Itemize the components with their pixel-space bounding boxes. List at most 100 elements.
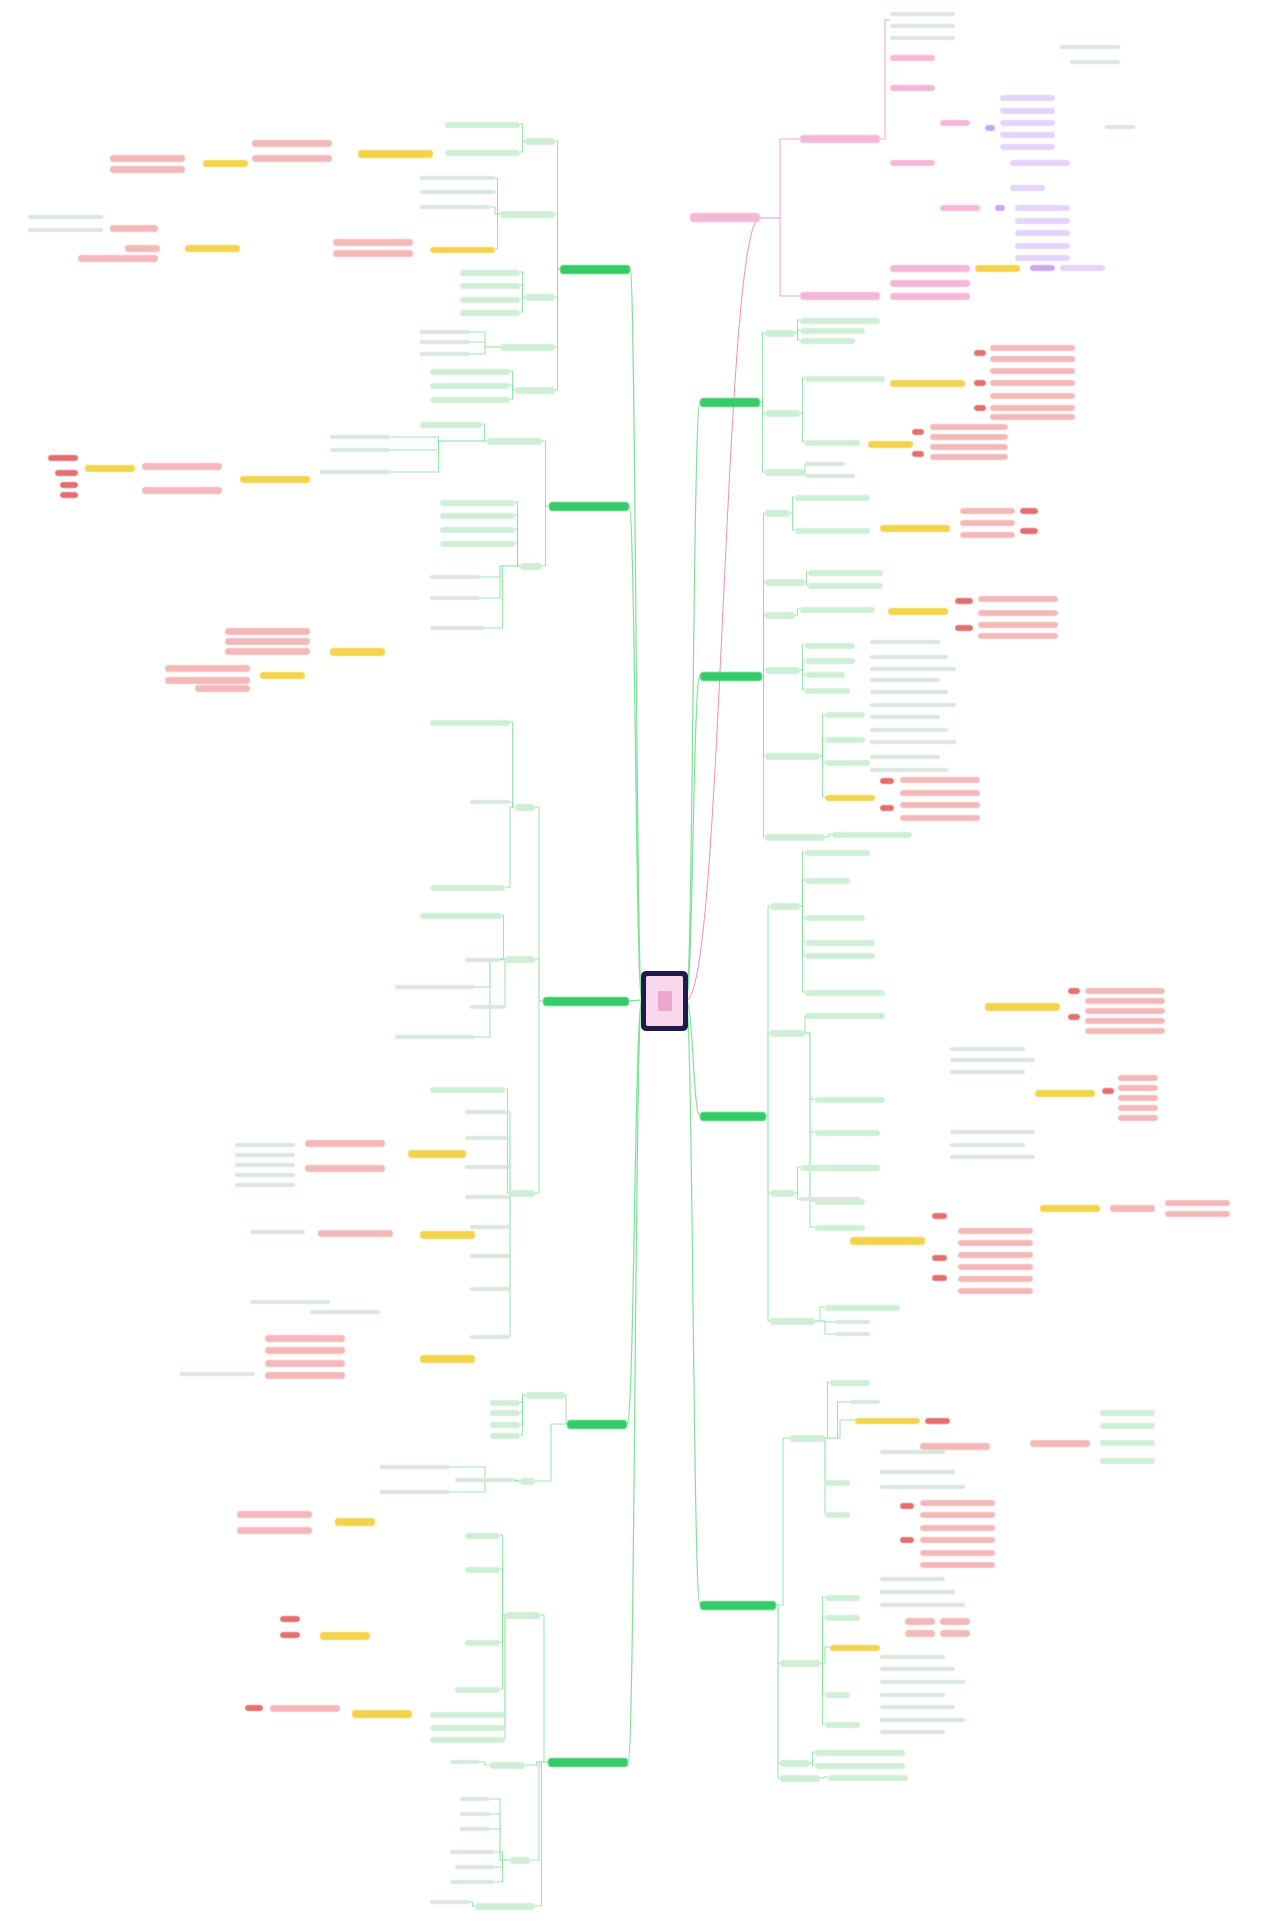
leaf-node[interactable] — [430, 369, 510, 375]
note-node[interactable] — [237, 1527, 312, 1534]
purple-leaf[interactable] — [1015, 205, 1070, 211]
leaf-node[interactable] — [815, 1199, 865, 1205]
purple-leaf[interactable] — [1015, 218, 1070, 224]
note-node[interactable] — [978, 596, 1058, 602]
subtopic-node[interactable] — [500, 211, 555, 218]
leaf-node[interactable] — [430, 247, 495, 253]
note-node[interactable] — [900, 777, 980, 783]
highlight-node[interactable] — [203, 160, 248, 167]
main-branch-node-6[interactable] — [700, 398, 760, 407]
subtopic-node[interactable] — [780, 1775, 820, 1782]
tag-node[interactable] — [974, 350, 986, 356]
subtopic-node[interactable] — [525, 1392, 565, 1399]
note-node[interactable] — [195, 685, 250, 692]
leaf-node[interactable] — [805, 658, 855, 664]
note-node[interactable] — [905, 1630, 935, 1637]
leaf-node[interactable] — [430, 383, 510, 389]
note-node[interactable] — [930, 424, 1008, 430]
leaf-node[interactable] — [430, 885, 505, 891]
note-node[interactable] — [305, 1165, 385, 1172]
highlight-node[interactable] — [330, 648, 385, 656]
note-node[interactable] — [165, 677, 250, 684]
note-node[interactable] — [920, 1562, 995, 1568]
note-node[interactable] — [1085, 988, 1165, 994]
tag-node[interactable] — [974, 380, 986, 386]
leaf-node[interactable] — [440, 527, 515, 533]
highlight-node[interactable] — [888, 608, 948, 615]
pink-leaf[interactable] — [940, 120, 970, 126]
highlight-node[interactable] — [1040, 1205, 1100, 1212]
subtopic-node[interactable] — [515, 804, 535, 811]
note-node[interactable] — [920, 1537, 995, 1543]
leaf-node[interactable] — [805, 440, 860, 446]
note-node[interactable] — [920, 1443, 990, 1450]
subtopic-node[interactable] — [765, 469, 805, 476]
note-node[interactable] — [265, 1372, 345, 1379]
leaf-node[interactable] — [800, 338, 855, 344]
pink-branch-node[interactable] — [690, 213, 760, 222]
note-node[interactable] — [990, 345, 1075, 351]
subtopic-node[interactable] — [505, 956, 535, 963]
leaf-node[interactable] — [800, 607, 875, 613]
leaf-node[interactable] — [420, 913, 502, 919]
leaf-node[interactable] — [805, 672, 845, 678]
leaf-node[interactable] — [805, 376, 885, 382]
leaf-node[interactable] — [490, 1422, 520, 1428]
tag-node[interactable] — [280, 1632, 300, 1638]
leaf-node[interactable] — [808, 583, 883, 589]
note-node[interactable] — [78, 255, 158, 262]
note-node[interactable] — [920, 1512, 995, 1518]
pink-leaf[interactable] — [890, 265, 970, 272]
leaf-node[interactable] — [440, 500, 515, 506]
leaf-node[interactable] — [800, 318, 880, 324]
subtopic-node[interactable] — [780, 1660, 820, 1667]
highlight-node[interactable] — [260, 672, 305, 679]
highlight-node[interactable] — [85, 465, 135, 472]
leaf-node[interactable] — [830, 1380, 870, 1386]
note-node[interactable] — [940, 1630, 970, 1637]
purple-leaf[interactable] — [1000, 120, 1055, 126]
leaf-node[interactable] — [805, 1013, 885, 1019]
note-node[interactable] — [958, 1276, 1033, 1282]
note-node[interactable] — [265, 1347, 345, 1354]
subtopic-node[interactable] — [765, 612, 795, 619]
note-node[interactable] — [265, 1335, 345, 1342]
tag-node[interactable] — [932, 1255, 947, 1261]
note-node[interactable] — [305, 1140, 385, 1147]
note-node[interactable] — [900, 815, 980, 821]
purple-leaf[interactable] — [1010, 185, 1045, 191]
leaf-node[interactable] — [455, 1687, 500, 1693]
tag-node[interactable] — [925, 1418, 950, 1424]
main-branch-node-7[interactable] — [700, 672, 762, 681]
leaf-node[interactable] — [465, 1640, 500, 1646]
purple-tag[interactable] — [1030, 265, 1055, 271]
tag-node[interactable] — [1020, 528, 1038, 534]
highlight-node[interactable] — [880, 525, 950, 532]
subtopic-node[interactable] — [510, 1857, 530, 1864]
leaf-node[interactable] — [828, 1775, 908, 1781]
main-branch-node-3[interactable] — [543, 997, 629, 1006]
note-node[interactable] — [1110, 1205, 1155, 1212]
note-node[interactable] — [960, 508, 1015, 514]
tag-node[interactable] — [900, 1537, 914, 1543]
leaf-node[interactable] — [825, 760, 870, 766]
note-node[interactable] — [920, 1550, 995, 1556]
main-branch-node-5[interactable] — [548, 1758, 628, 1767]
purple-tag[interactable] — [985, 125, 995, 131]
leaf-node[interactable] — [445, 150, 520, 156]
highlight-node[interactable] — [985, 1003, 1060, 1011]
note-node[interactable] — [978, 610, 1058, 616]
subtopic-node[interactable] — [525, 294, 555, 301]
note-node[interactable] — [920, 1500, 995, 1506]
note-node[interactable] — [142, 487, 222, 494]
note-node[interactable] — [978, 633, 1058, 639]
subtopic-node[interactable] — [770, 1190, 795, 1197]
subtopic-node[interactable] — [765, 667, 800, 674]
note-node[interactable] — [1118, 1075, 1158, 1081]
leaf-node[interactable] — [805, 953, 875, 959]
leaf-node[interactable] — [795, 528, 870, 534]
leaf-node[interactable] — [795, 495, 870, 501]
highlight-node[interactable] — [420, 1355, 475, 1363]
pink-leaf[interactable] — [890, 85, 935, 91]
note-node[interactable] — [1118, 1095, 1158, 1101]
